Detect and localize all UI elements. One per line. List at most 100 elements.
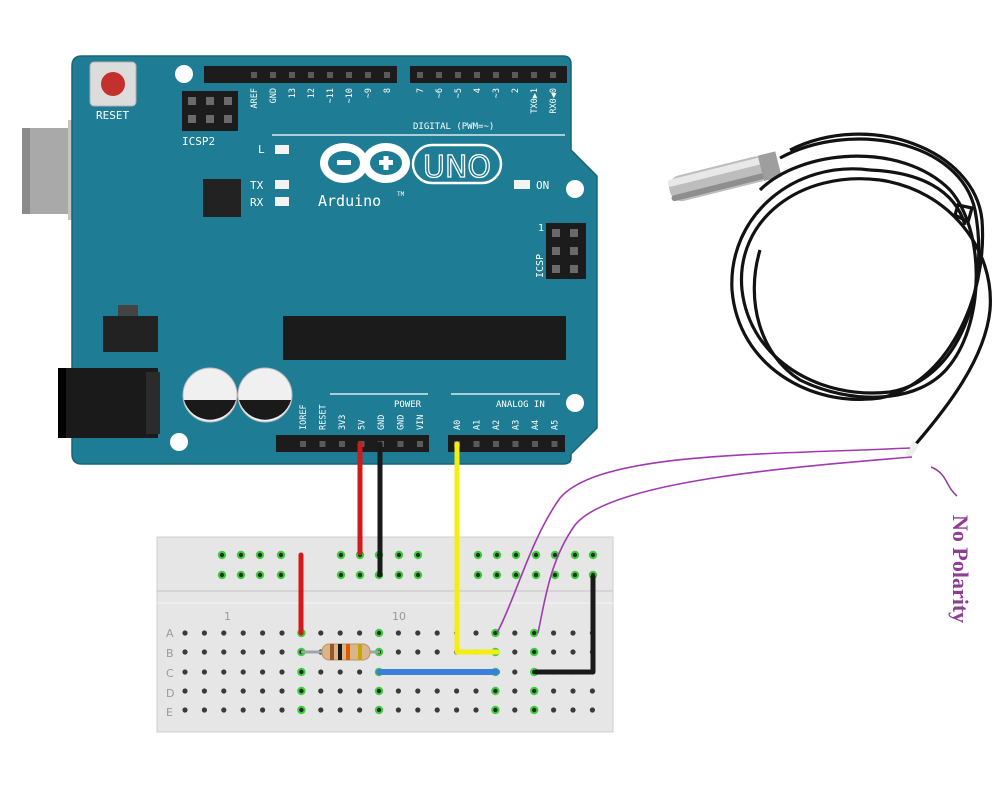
breadboard-hole xyxy=(570,570,580,580)
row-label-a: A xyxy=(166,627,174,640)
digital-pin-label: AREF xyxy=(250,88,260,108)
breadboard-hole xyxy=(512,649,518,655)
digital-pin xyxy=(455,72,461,78)
breadboard-hole xyxy=(240,649,246,655)
board-body xyxy=(71,55,598,465)
no-polarity-label: No Polarity xyxy=(948,515,973,623)
breadboard-hole xyxy=(511,550,521,560)
breadboard-hole xyxy=(374,628,384,638)
digital-pin xyxy=(493,72,499,78)
breadboard-hole xyxy=(588,550,598,560)
breadboard-hole xyxy=(201,688,207,694)
breadboard-hole xyxy=(201,630,207,636)
breadboard-hole xyxy=(395,649,401,655)
digital-pin xyxy=(270,72,276,78)
breadboard-hole xyxy=(260,688,266,694)
breadboard-hole xyxy=(491,705,500,715)
breadboard-hole xyxy=(182,669,188,675)
breadboard-hole xyxy=(240,707,246,713)
resistor xyxy=(301,643,380,661)
power-pin xyxy=(417,441,423,447)
breadboard-hole xyxy=(279,669,285,675)
analog-pin xyxy=(532,441,538,447)
on-led-label: ON xyxy=(536,179,549,192)
breadboard-hole xyxy=(570,550,580,560)
breadboard-hole xyxy=(221,649,227,655)
icsp2-pin xyxy=(224,115,232,123)
dc-power-jack xyxy=(58,368,160,438)
digital-pin xyxy=(417,72,423,78)
power-pin-label: RESET xyxy=(319,404,329,430)
breadboard-hole xyxy=(434,688,440,694)
icsp-pin xyxy=(552,247,560,255)
digital-pin-label: ~3 xyxy=(492,88,502,98)
breadboard-hole xyxy=(357,707,363,713)
uno-badge xyxy=(411,143,503,185)
breadboard-hole xyxy=(221,688,227,694)
power-pin xyxy=(300,441,306,447)
breadboard-hole xyxy=(201,707,207,713)
breadboard-hole xyxy=(512,669,518,675)
breadboard-hole xyxy=(297,686,306,696)
uno-label: UNO xyxy=(423,150,491,185)
mounting-hole xyxy=(566,180,584,198)
breadboard-hole xyxy=(530,628,539,638)
reset-button[interactable] xyxy=(89,61,137,107)
wire-a0-yellow xyxy=(454,441,500,655)
analog-pin xyxy=(493,441,499,447)
breadboard-hole xyxy=(473,550,483,560)
digital-pin-label: 7 xyxy=(416,88,426,93)
analog-pin xyxy=(473,441,480,447)
breadboard-hole xyxy=(279,688,285,694)
digital-pin-label: 13 xyxy=(288,88,298,98)
breadboard-hole xyxy=(454,707,460,713)
digital-pin-label: ~10 xyxy=(345,88,355,103)
icsp-pin xyxy=(552,265,560,273)
breadboard-hole xyxy=(182,630,188,636)
breadboard-hole xyxy=(297,667,306,677)
breadboard-hole xyxy=(550,570,560,580)
atmega-chip xyxy=(283,316,566,360)
breadboard-hole xyxy=(415,630,421,636)
digital-pin-label: ~5 xyxy=(454,88,464,98)
analog-pin-label: A4 xyxy=(531,420,541,430)
power-pin-label: IOREF xyxy=(299,404,309,430)
breadboard-hole xyxy=(473,630,479,636)
digital-pin-label: 12 xyxy=(307,88,317,98)
breadboard-hole xyxy=(551,688,557,694)
icsp-pin xyxy=(552,229,560,237)
breadboard-hole xyxy=(297,705,306,715)
breadboard-hole xyxy=(374,705,384,715)
icsp2-pin xyxy=(188,115,196,123)
breadboard-hole xyxy=(551,630,557,636)
digital-pin xyxy=(308,72,314,78)
digital-pin xyxy=(289,72,295,78)
breadboard-hole xyxy=(570,688,576,694)
digital-pin xyxy=(550,72,556,78)
voltage-regulator xyxy=(103,316,158,352)
breadboard-hole xyxy=(221,669,227,675)
digital-pin-label: 2 xyxy=(511,88,521,93)
analog-pin xyxy=(512,441,519,447)
sensor-lead-wires xyxy=(496,447,913,634)
digital-pin-label: RX0◀0 xyxy=(549,88,559,114)
digital-pin xyxy=(531,72,537,78)
breadboard-hole xyxy=(221,630,227,636)
breadboard-hole xyxy=(217,550,227,560)
rx-led xyxy=(275,197,289,206)
breadboard-hole xyxy=(357,669,363,675)
breadboard-hole xyxy=(355,570,365,580)
breadboard-hole xyxy=(357,630,363,636)
breadboard: 1 10 A B C D E xyxy=(156,536,614,733)
mounting-hole xyxy=(175,65,193,83)
annotation-pointer xyxy=(930,466,958,497)
analog-pin xyxy=(551,441,558,447)
l-led-label: L xyxy=(258,143,265,156)
digital-pin xyxy=(474,72,480,78)
breadboard-hole xyxy=(394,550,404,560)
capacitor xyxy=(237,367,293,423)
power-pin-label: GND xyxy=(397,415,407,430)
analog-header xyxy=(448,435,565,452)
digital-header-left xyxy=(204,66,397,83)
breadboard-hole xyxy=(255,550,265,560)
